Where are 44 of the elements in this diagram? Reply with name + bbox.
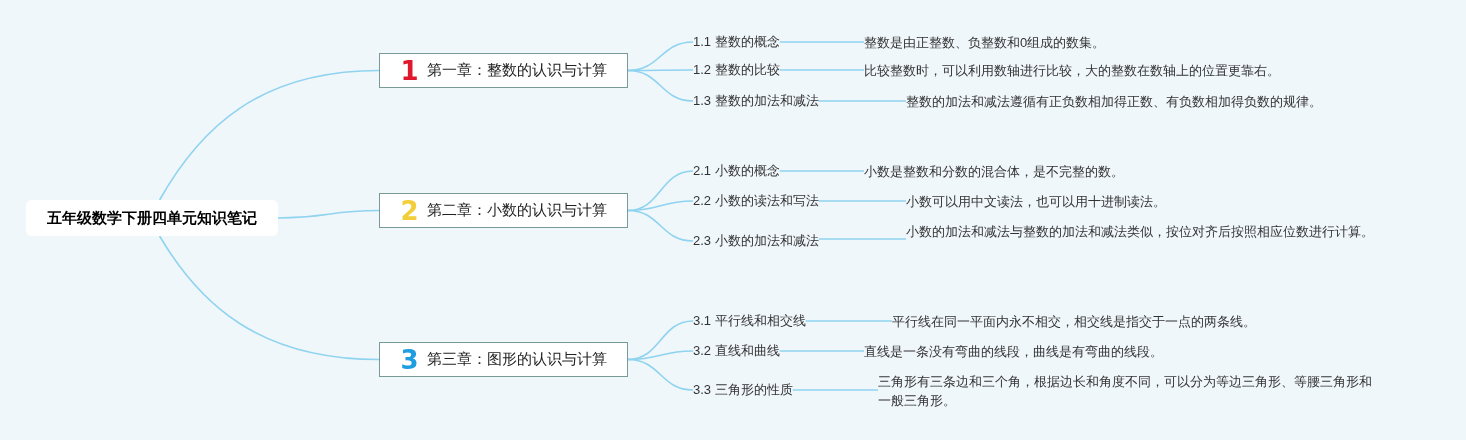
connector-line xyxy=(627,170,694,212)
topic-label: 2.3 小数的加法和减法 xyxy=(693,232,819,250)
chapter-title: 第一章：整数的认识与计算 xyxy=(426,60,607,81)
description-text: 小数可以用中文读法，也可以用十进制读法。 xyxy=(906,192,1376,211)
topic-label: 3.1 平行线和相交线 xyxy=(693,312,806,330)
chapter-number: 1 xyxy=(400,57,419,84)
connector-line xyxy=(158,235,380,361)
connector-line xyxy=(817,238,907,240)
chapter-box xyxy=(379,53,628,88)
connector-line xyxy=(778,170,865,172)
root-topic-box: 五年级数学下册四单元知识笔记 xyxy=(26,200,278,236)
description-text: 直线是一条没有弯曲的线段，曲线是有弯曲的线段。 xyxy=(864,342,1364,361)
chapter-number: 3 xyxy=(400,346,419,373)
topic-label: 2.2 小数的读法和写法 xyxy=(693,192,819,210)
chapter-number: 2 xyxy=(400,197,419,224)
chapter-title: 第三章：图形的认识与计算 xyxy=(426,349,607,370)
description-text: 整数是由正整数、负整数和0组成的数集。 xyxy=(864,33,1364,52)
chapter-title: 第二章：小数的认识与计算 xyxy=(426,200,607,221)
connector-line xyxy=(778,350,865,352)
connector-line xyxy=(778,69,865,71)
description-text: 小数是整数和分数的混合体，是不完整的数。 xyxy=(864,162,1364,181)
connector-line xyxy=(627,69,694,102)
description-text: 小数的加法和减法与整数的加法和减法类似，按位对齐后按照相应位数进行计算。 xyxy=(906,222,1384,241)
connector-line xyxy=(158,69,380,201)
connector-line xyxy=(791,389,879,391)
chapter-box xyxy=(379,342,628,377)
topic-label: 2.1 小数的概念 xyxy=(693,162,780,180)
connector-line xyxy=(817,200,907,202)
connector-line xyxy=(277,209,380,219)
connector-line xyxy=(804,320,893,322)
description-text: 三角形有三条边和三个角，根据边长和角度不同，可以分为等边三角形、等腰三角形和一般三角形。 xyxy=(878,372,1378,410)
connector-line xyxy=(778,41,865,43)
connector-line xyxy=(627,358,694,391)
description-text: 比较整数时，可以利用数轴进行比较，大的整数在数轴上的位置更靠右。 xyxy=(864,61,1364,80)
topic-label: 1.1 整数的概念 xyxy=(693,33,780,51)
description-text: 整数的加法和减法遵循有正负数相加得正数、有负数相加得负数的规律。 xyxy=(906,92,1376,111)
connector-line xyxy=(627,209,694,242)
connector-line xyxy=(817,100,907,102)
topic-label: 1.3 整数的加法和减法 xyxy=(693,92,819,110)
topic-label: 1.2 整数的比较 xyxy=(693,61,780,79)
topic-label: 3.2 直线和曲线 xyxy=(693,342,780,360)
description-text: 平行线在同一平面内永不相交，相交线是指交于一点的两条线。 xyxy=(892,312,1372,331)
chapter-box xyxy=(379,193,628,228)
topic-label: 3.3 三角形的性质 xyxy=(693,381,793,399)
